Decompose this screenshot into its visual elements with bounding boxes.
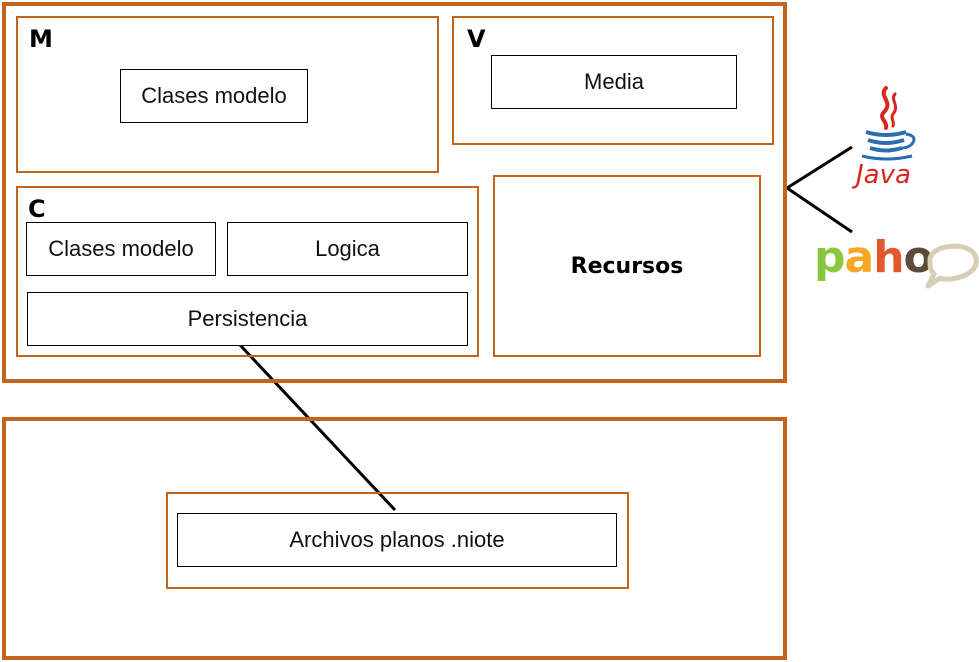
model-classes-box: Clases modelo [120,69,308,123]
java-label: Java [856,160,911,190]
paho-letter: p [814,232,845,283]
media-box: Media [491,55,737,109]
java-logo: Java [848,84,928,196]
persistence-box: Persistencia [27,292,468,346]
persistence-to-files-connector [238,343,397,512]
java-icon [861,86,916,161]
model-section: M Clases modelo [16,16,439,173]
paho-letter: h [873,232,904,283]
paho-logo: paho [812,232,979,302]
paho-label: paho [814,236,934,280]
resources-to-java-connector [786,145,853,190]
application-frame [2,2,787,383]
paho-letter: a [844,232,875,283]
storage-frame: Archivos planos .niote [2,417,787,660]
view-section: V Media [452,16,774,145]
storage-inner-frame: Archivos planos .niote [166,492,629,589]
controller-classes-box: Clases modelo [26,222,216,276]
model-letter: M [29,25,53,53]
resources-section: Recursos [493,175,761,357]
paho-icon [925,243,979,289]
controller-section: C Clases modelo Logica Persistencia [16,186,479,357]
view-letter: V [467,25,486,53]
resources-to-paho-connector [786,186,853,234]
flat-files-box: Archivos planos .niote [177,513,617,567]
logic-box: Logica [227,222,468,276]
paho-wordmark: paho [814,232,934,283]
controller-letter: C [28,195,46,223]
